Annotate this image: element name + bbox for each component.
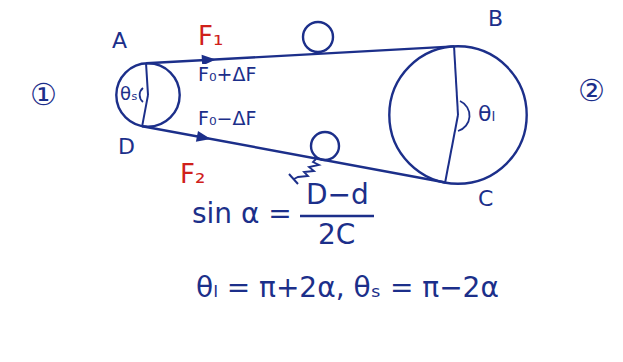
formula-text: sin α = <box>192 198 292 230</box>
force-label: F₁ <box>198 22 223 52</box>
small-pulley: θₛ <box>115 62 181 128</box>
wrap-angle-label: θₛ <box>120 84 138 105</box>
callout-number: ① <box>30 78 57 113</box>
pulley-circle <box>389 46 526 183</box>
pulley-outline <box>388 45 528 185</box>
point-label: A <box>112 28 127 53</box>
idler-pulley <box>311 132 339 160</box>
belt-span <box>146 46 454 65</box>
spring-anchor <box>289 174 298 184</box>
radius-line <box>445 115 458 183</box>
pulley-circle <box>116 63 179 126</box>
angle-arc <box>458 101 470 131</box>
arrow-head <box>196 131 211 142</box>
belt-line <box>146 46 454 63</box>
spring-symbol <box>294 159 319 179</box>
radius-line <box>454 46 458 115</box>
tension-label: F₀−ΔF <box>196 108 258 130</box>
formula-text: θₗ = π+2α, θₛ = π−2α <box>196 272 499 304</box>
formula-numerator: D−d <box>306 179 369 211</box>
tension-label: F₀+ΔF <box>196 64 258 86</box>
point-label: B <box>488 6 503 31</box>
callout-number: ② <box>578 74 605 109</box>
fraction-bar <box>300 215 374 217</box>
idler-pulley <box>303 22 333 52</box>
formula-denominator: 2C <box>318 219 355 251</box>
point-label: C <box>478 186 493 211</box>
angle-arc <box>140 88 143 102</box>
radius-line <box>142 95 148 127</box>
wrap-angle-label: θₗ <box>478 101 495 126</box>
radius-line <box>146 63 148 95</box>
force-label: F₂ <box>180 160 205 190</box>
large-pulley: θₗ <box>388 45 528 185</box>
point-label: D <box>118 134 135 159</box>
